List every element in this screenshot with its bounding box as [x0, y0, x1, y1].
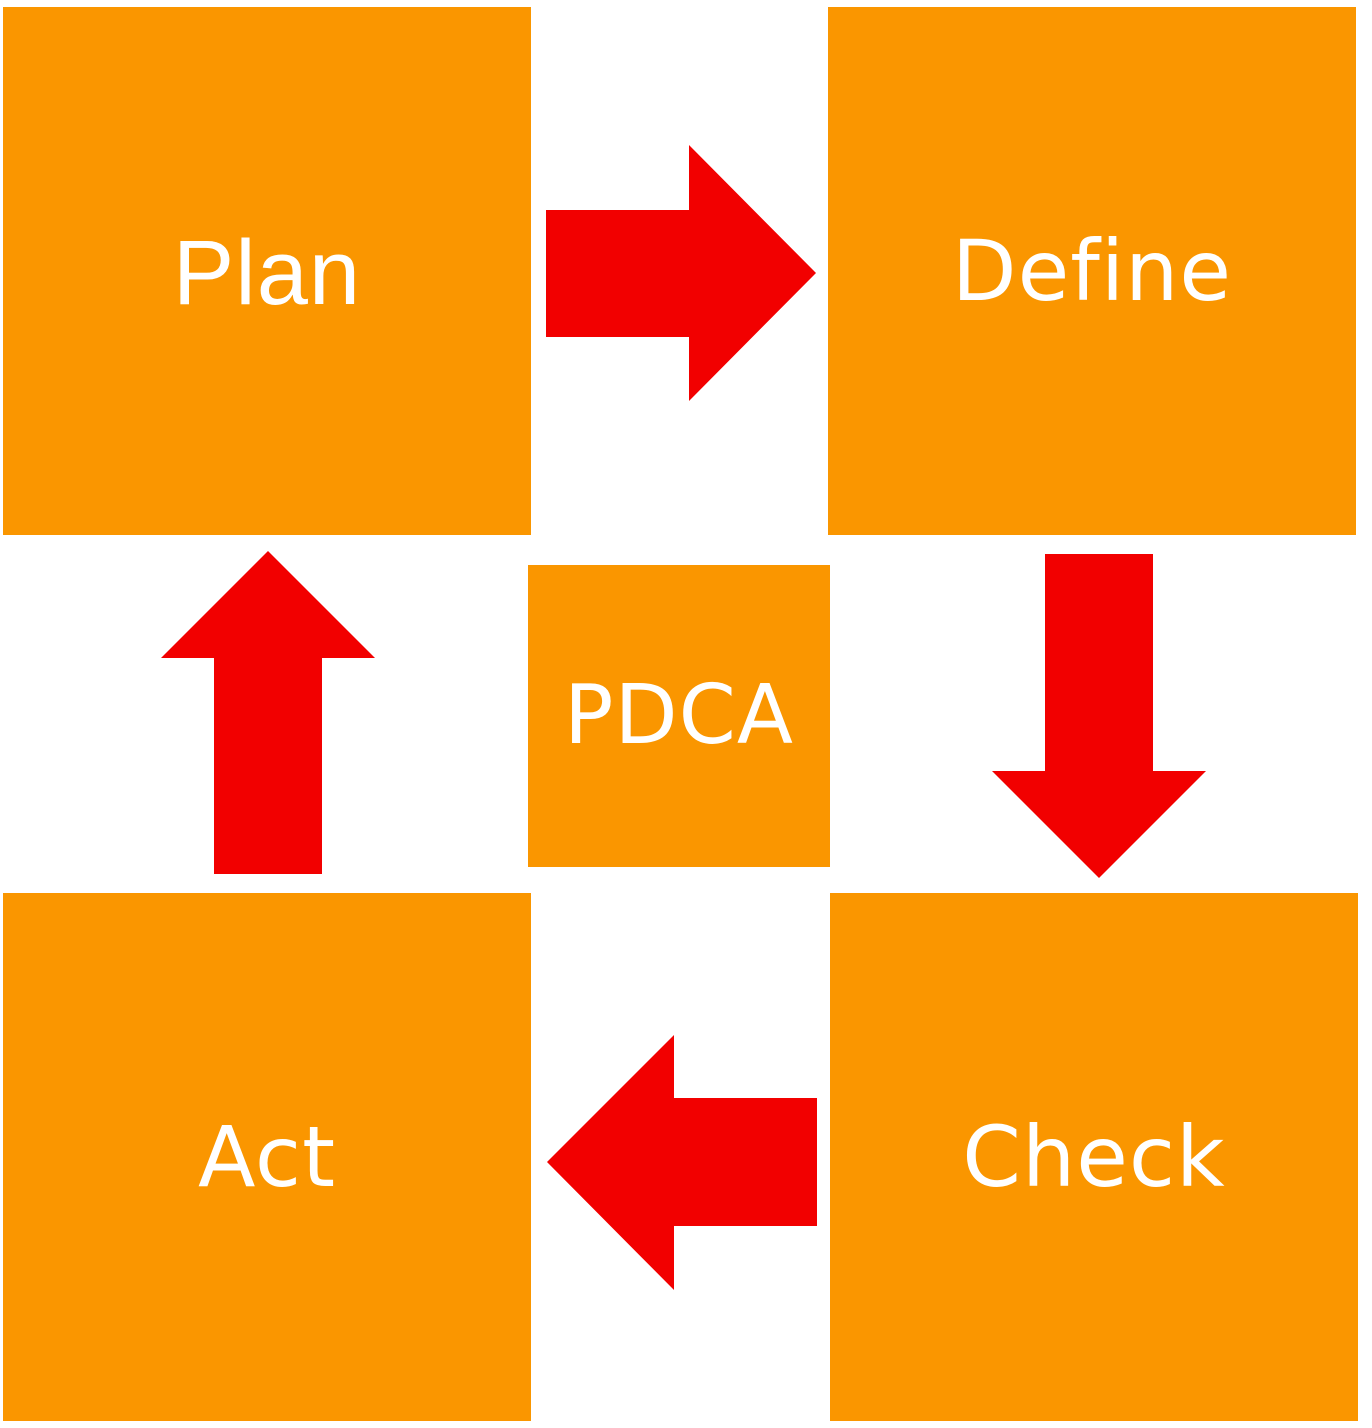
stage-label-check: Check — [962, 1108, 1226, 1206]
center-label: PDCA — [564, 668, 794, 763]
stage-label-define: Define — [951, 222, 1233, 320]
stage-box-act: Act — [3, 893, 531, 1421]
stage-box-check: Check — [830, 893, 1358, 1421]
arrow-right-icon — [546, 145, 816, 401]
stage-box-plan: Plan — [3, 7, 531, 535]
arrow-up-icon — [161, 551, 375, 874]
stage-box-define: Define — [828, 7, 1356, 535]
arrow-left-icon — [547, 1035, 817, 1290]
stage-label-plan: Plan — [172, 222, 362, 324]
stage-label-act: Act — [197, 1108, 337, 1206]
center-box: PDCA — [528, 565, 830, 867]
arrow-down-icon — [992, 554, 1206, 878]
